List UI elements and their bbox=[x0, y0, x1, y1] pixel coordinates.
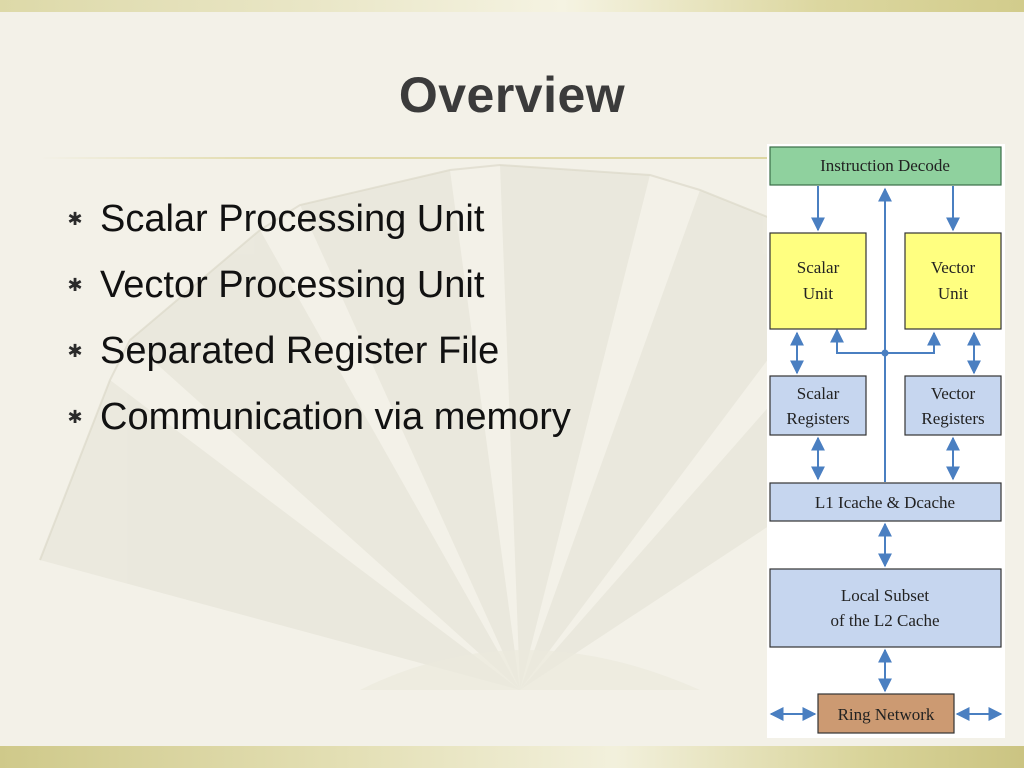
architecture-diagram: Instruction Decode Scalar Unit Vector Un… bbox=[767, 144, 1005, 738]
bullet-list: ✱ Scalar Processing Unit ✱ Vector Proces… bbox=[62, 186, 571, 450]
svg-text:Unit: Unit bbox=[938, 284, 969, 303]
svg-text:Local Subset: Local Subset bbox=[841, 586, 930, 605]
svg-text:Vector: Vector bbox=[931, 384, 976, 403]
svg-text:Registers: Registers bbox=[786, 409, 849, 428]
bottom-decorative-band bbox=[0, 746, 1024, 768]
bullet-text: Communication via memory bbox=[100, 395, 571, 438]
scalar-registers-box: Scalar Registers bbox=[769, 375, 867, 436]
title-divider bbox=[40, 157, 770, 159]
bullet-text: Separated Register File bbox=[100, 329, 500, 372]
asterisk-bullet-icon: ✱ bbox=[67, 274, 83, 295]
asterisk-bullet-icon: ✱ bbox=[67, 406, 83, 427]
bullet-item: ✱ Communication via memory bbox=[62, 384, 571, 450]
diagram-arrows bbox=[769, 186, 1003, 721]
scalar-unit-box: Scalar Unit bbox=[769, 232, 867, 330]
bullet-item: ✱ Separated Register File bbox=[62, 318, 571, 384]
vector-unit-box: Vector Unit bbox=[904, 232, 1002, 330]
bus-junction-dot bbox=[881, 349, 889, 357]
vector-registers-box: Vector Registers bbox=[904, 375, 1002, 436]
svg-text:of the L2 Cache: of the L2 Cache bbox=[830, 611, 939, 630]
ring-network-box: Ring Network bbox=[817, 693, 955, 734]
bullet-text: Vector Processing Unit bbox=[100, 263, 485, 306]
svg-text:Vector: Vector bbox=[931, 258, 976, 277]
svg-text:Instruction Decode: Instruction Decode bbox=[820, 156, 950, 175]
svg-text:Unit: Unit bbox=[803, 284, 834, 303]
svg-text:Registers: Registers bbox=[921, 409, 984, 428]
instruction-decode-box: Instruction Decode bbox=[769, 146, 1002, 186]
bullet-text: Scalar Processing Unit bbox=[100, 197, 485, 240]
asterisk-bullet-icon: ✱ bbox=[67, 340, 83, 361]
l2-cache-box: Local Subset of the L2 Cache bbox=[769, 568, 1002, 648]
bullet-item: ✱ Vector Processing Unit bbox=[62, 252, 571, 318]
top-decorative-band bbox=[0, 0, 1024, 12]
asterisk-bullet-icon: ✱ bbox=[67, 208, 83, 229]
svg-text:Scalar: Scalar bbox=[797, 258, 840, 277]
svg-text:Scalar: Scalar bbox=[797, 384, 840, 403]
svg-text:Ring Network: Ring Network bbox=[838, 705, 935, 724]
svg-text:L1 Icache & Dcache: L1 Icache & Dcache bbox=[815, 493, 955, 512]
bullet-item: ✱ Scalar Processing Unit bbox=[62, 186, 571, 252]
slide-title: Overview bbox=[398, 67, 626, 123]
l1-cache-box: L1 Icache & Dcache bbox=[769, 482, 1002, 522]
